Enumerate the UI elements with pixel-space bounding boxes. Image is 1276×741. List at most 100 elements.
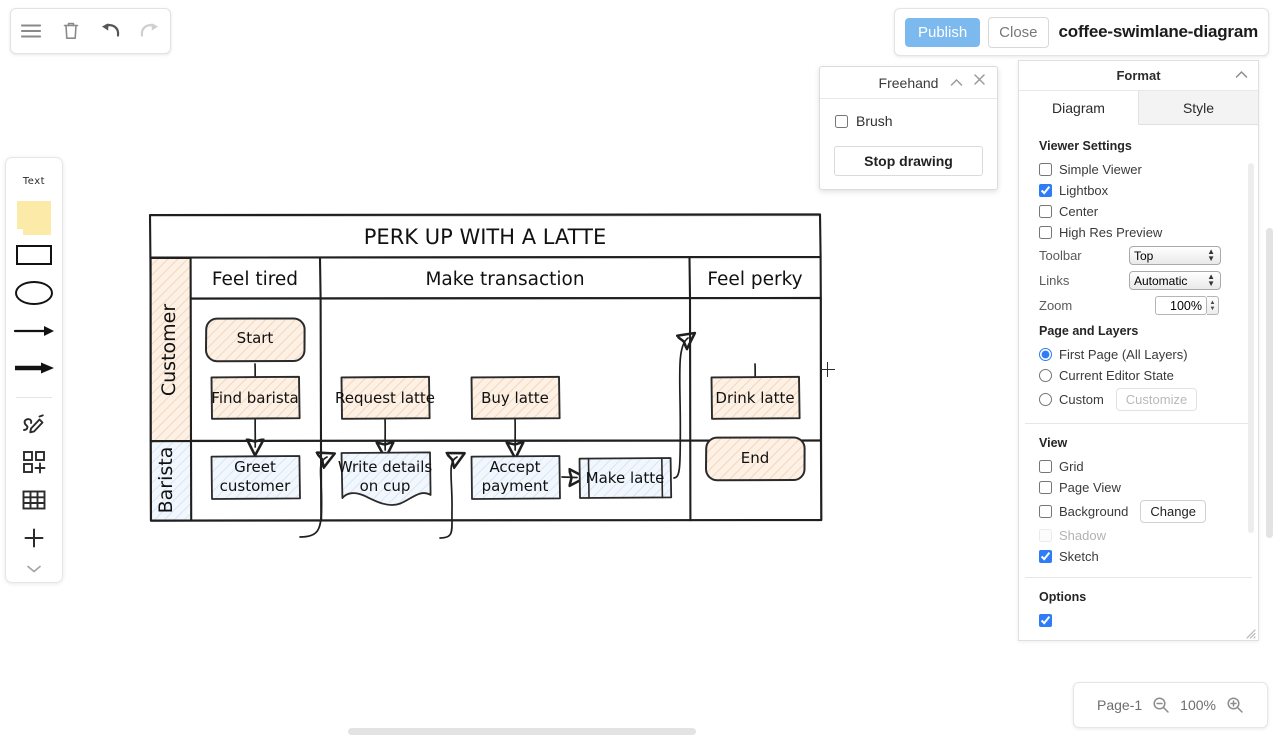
center-checkbox[interactable] [1039, 205, 1052, 218]
palette-text-shape[interactable]: Text [22, 176, 46, 187]
sketch-checkbox[interactable] [1039, 550, 1052, 563]
palette-table-icon[interactable] [5, 481, 63, 519]
collapse-panel-icon[interactable] [1235, 67, 1248, 82]
row-first-page[interactable]: First Page (All Layers) [1019, 344, 1258, 365]
publish-button[interactable]: Publish [904, 17, 981, 47]
change-background-button[interactable]: Change [1140, 500, 1206, 523]
freehand-dialog-body: Brush [820, 99, 997, 129]
simple-viewer-label[interactable]: Simple Viewer [1059, 162, 1142, 177]
zoom-stepper[interactable]: ▲▼ [1207, 296, 1219, 315]
custom-radio[interactable] [1039, 393, 1052, 406]
row-custom[interactable]: Custom Customize [1019, 386, 1258, 413]
undo-icon[interactable] [95, 16, 125, 46]
tab-style[interactable]: Style [1139, 91, 1258, 124]
node-greet-customer[interactable]: Greet customer [210, 455, 301, 500]
high-res-preview-label[interactable]: High Res Preview [1059, 225, 1163, 240]
palette-more-icon[interactable] [5, 556, 63, 582]
center-label[interactable]: Center [1059, 204, 1099, 219]
zoom-input[interactable] [1155, 296, 1207, 315]
row-options-first[interactable] [1019, 610, 1258, 631]
palette-plus-icon[interactable] [5, 519, 63, 557]
grid-checkbox[interactable] [1039, 460, 1052, 473]
row-sketch[interactable]: Sketch [1019, 546, 1258, 567]
row-center[interactable]: Center [1019, 201, 1258, 222]
sketch-label[interactable]: Sketch [1059, 549, 1099, 564]
chevron-up-icon[interactable] [950, 75, 963, 90]
freehand-pencil-icon [23, 414, 44, 433]
custom-label[interactable]: Custom [1059, 392, 1104, 407]
palette-arrow-shape[interactable] [5, 312, 63, 350]
palette-shapes-icon[interactable] [5, 444, 63, 482]
brush-checkbox[interactable] [835, 114, 848, 128]
node-find-barista[interactable]: Find barista [210, 375, 301, 420]
stop-drawing-button[interactable]: Stop drawing [834, 146, 983, 176]
palette-thick-arrow-shape[interactable] [5, 349, 63, 387]
background-label[interactable]: Background [1059, 504, 1129, 519]
palette-ellipse-shape[interactable] [5, 274, 63, 312]
node-request-latte[interactable]: Request latte [335, 375, 435, 420]
page-horizontal-scrollbar[interactable] [348, 728, 696, 735]
zoom-out-icon-glyph [1153, 697, 1169, 713]
row-background[interactable]: Background Change [1019, 498, 1258, 525]
page-vertical-scrollbar[interactable] [1266, 228, 1273, 538]
toolbar-select[interactable]: Top [1129, 246, 1221, 265]
menu-icon-glyph [20, 24, 41, 38]
node-accept-payment[interactable]: Accept payment [470, 455, 561, 500]
node-label-accept-1: payment [482, 477, 549, 495]
brush-label[interactable]: Brush [856, 113, 893, 129]
swimlane-diagram-svg[interactable]: PERK UP WITH A LATTE Feel tired Make tra… [0, 60, 1010, 720]
row-current-editor-state[interactable]: Current Editor State [1019, 365, 1258, 386]
row-grid[interactable]: Grid [1019, 456, 1258, 477]
grid-label[interactable]: Grid [1059, 459, 1084, 474]
row-page-view[interactable]: Page View [1019, 477, 1258, 498]
current-editor-state-label[interactable]: Current Editor State [1059, 368, 1174, 383]
row-links-select: Links Automatic ▲▼ [1019, 268, 1258, 293]
row-simple-viewer[interactable]: Simple Viewer [1019, 159, 1258, 180]
format-panel-scrollbar[interactable] [1248, 163, 1254, 533]
note-shape-glyph [17, 200, 51, 235]
diagram-canvas[interactable]: PERK UP WITH A LATTE Feel tired Make tra… [0, 60, 1010, 720]
palette-note-shape[interactable] [5, 199, 63, 237]
close-icon[interactable] [973, 73, 986, 90]
menu-icon[interactable] [16, 16, 46, 46]
high-res-preview-checkbox[interactable] [1039, 226, 1052, 239]
format-panel-title: Format [1116, 68, 1161, 83]
options-checkbox[interactable] [1039, 614, 1052, 627]
close-button[interactable]: Close [988, 16, 1049, 48]
node-make-latte[interactable]: Make latte [578, 457, 673, 499]
node-drink-latte[interactable]: Drink latte [710, 375, 801, 420]
customize-button[interactable]: Customize [1115, 388, 1198, 411]
palette-rectangle-shape[interactable] [5, 237, 63, 275]
divider-1 [1025, 423, 1252, 424]
freehand-dialog-header[interactable]: Freehand [820, 67, 997, 99]
lightbox-label[interactable]: Lightbox [1059, 183, 1109, 198]
zoom-in-icon[interactable] [1226, 696, 1244, 714]
palette-freehand-icon[interactable] [5, 406, 63, 444]
node-write-details[interactable]: Write details on cup [338, 451, 433, 506]
lightbox-checkbox[interactable] [1039, 184, 1052, 197]
zoom-out-icon[interactable] [1152, 696, 1170, 714]
node-start[interactable]: Start [205, 317, 306, 363]
zoom-level[interactable]: 100% [1180, 697, 1216, 713]
current-editor-state-radio[interactable] [1039, 369, 1052, 382]
file-title[interactable]: coffee-swimlane-diagram [1058, 22, 1259, 41]
row-high-res[interactable]: High Res Preview [1019, 222, 1258, 243]
redo-icon[interactable] [135, 16, 165, 46]
first-page-radio[interactable] [1039, 348, 1052, 361]
delete-icon[interactable] [56, 16, 86, 46]
node-end[interactable]: End [705, 436, 806, 482]
row-lightbox[interactable]: Lightbox [1019, 180, 1258, 201]
brush-row[interactable]: Brush [835, 113, 982, 129]
page-indicator[interactable]: Page-1 [1097, 697, 1143, 713]
page-view-label[interactable]: Page View [1059, 480, 1121, 495]
node-buy-latte[interactable]: Buy latte [470, 375, 561, 420]
background-checkbox[interactable] [1039, 505, 1052, 518]
format-panel-body: Viewer Settings Simple Viewer Lightbox C… [1019, 125, 1258, 640]
panel-resize-handle[interactable] [1245, 627, 1256, 639]
simple-viewer-checkbox[interactable] [1039, 163, 1052, 176]
links-select[interactable]: Automatic [1129, 271, 1221, 290]
tab-diagram[interactable]: Diagram [1019, 91, 1139, 125]
page-view-checkbox[interactable] [1039, 481, 1052, 494]
first-page-label[interactable]: First Page (All Layers) [1059, 347, 1188, 362]
